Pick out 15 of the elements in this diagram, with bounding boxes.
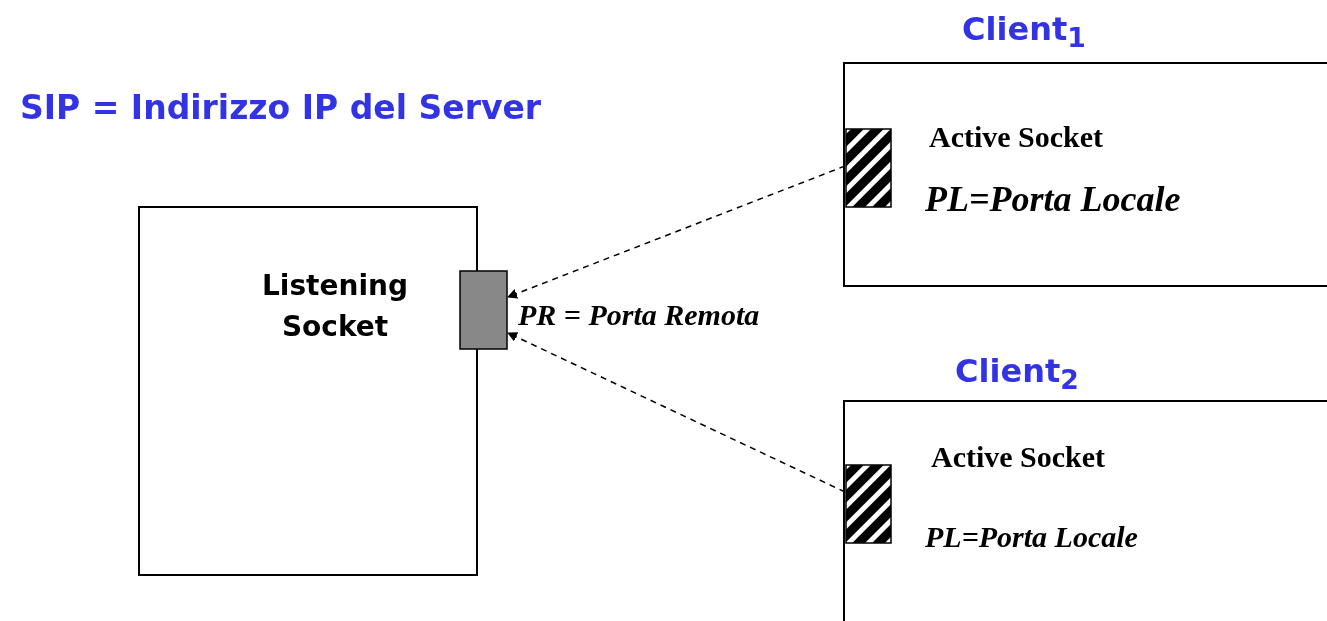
client-heading: Client$_{1}$: [962, 10, 1086, 54]
socket-label: Listening Socket: [261, 268, 409, 345]
active-port: [845, 128, 892, 208]
port-label: PL=Porta Locale: [925, 520, 1138, 554]
listening-port: [459, 270, 508, 350]
socket-label: Active Socket: [931, 440, 1106, 474]
dashed-arrow: [507, 332, 846, 493]
port-label: PR = Porta Remota: [518, 298, 760, 332]
active-port: [845, 464, 892, 544]
socket-label: Active Socket: [929, 120, 1104, 154]
title: SIP = Indirizzo IP del Server: [20, 88, 542, 127]
port-label: PL=Porta Locale: [925, 178, 1181, 220]
client-heading: Client$_{2}$: [955, 352, 1079, 396]
dashed-arrow: [507, 165, 846, 299]
server-box: [138, 206, 478, 576]
